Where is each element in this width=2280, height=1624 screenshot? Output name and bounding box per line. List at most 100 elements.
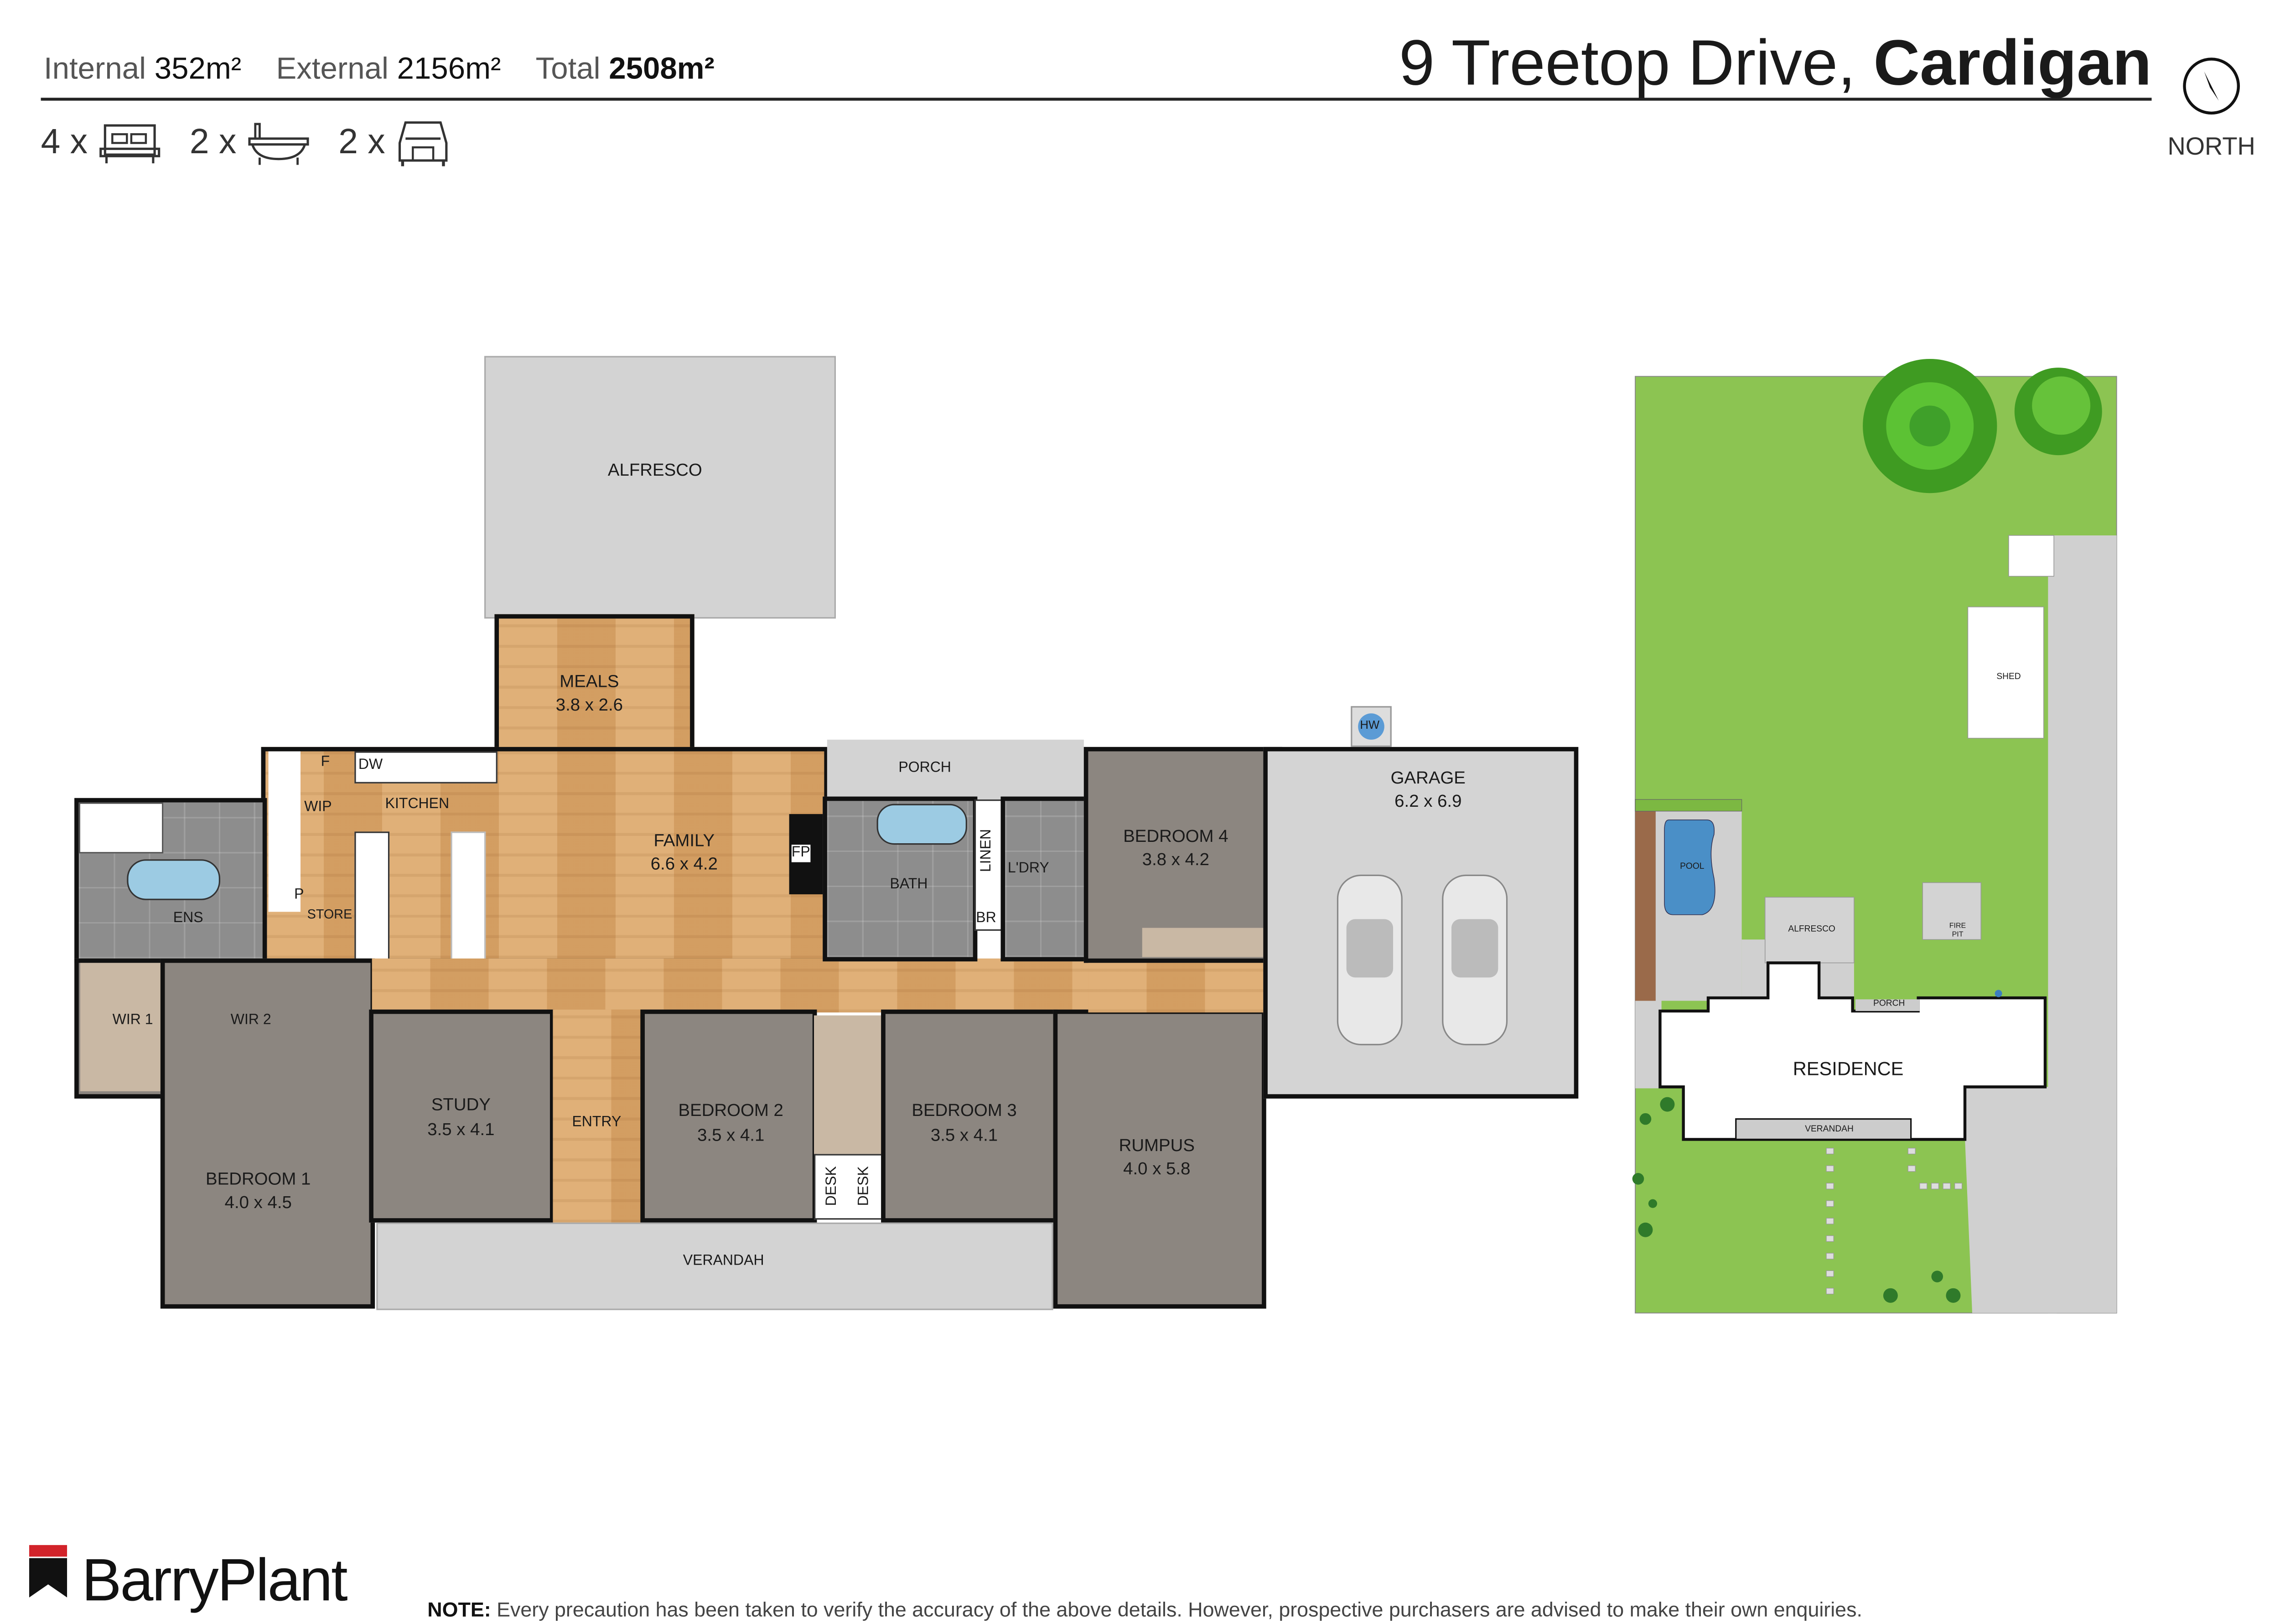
stepping-stones xyxy=(1826,1147,1963,1295)
address-street: 9 Treetop Drive, xyxy=(1399,27,1856,99)
side-path xyxy=(1635,1001,1662,1089)
label-study: STUDY xyxy=(431,1094,491,1115)
porch-area xyxy=(827,739,1084,801)
total-value: 2508m² xyxy=(609,52,715,86)
hot-water-icon xyxy=(1358,713,1384,740)
site-label-porch: PORCH xyxy=(1873,1000,1905,1009)
verandah-area xyxy=(376,1222,1053,1310)
ensuite-shower xyxy=(78,802,164,854)
dims-study: 3.5 x 4.1 xyxy=(427,1119,495,1140)
label-alfresco: ALFRESCO xyxy=(607,459,702,480)
desk-robes xyxy=(814,1015,884,1154)
study-room xyxy=(369,1009,554,1223)
bedroom4-robe xyxy=(1142,928,1278,957)
bed-count: 4 x xyxy=(41,122,88,162)
hot-water-unit xyxy=(1351,706,1392,747)
garage-room xyxy=(1263,747,1579,1099)
label-garage: GARAGE xyxy=(1390,767,1466,788)
dims-bedroom4: 3.8 x 4.2 xyxy=(1142,849,1210,870)
label-bedroom2: BEDROOM 2 xyxy=(678,1100,783,1121)
label-entry: ENTRY xyxy=(572,1115,622,1131)
external-value: 2156m² xyxy=(397,52,501,86)
site-porch xyxy=(1855,999,1920,1011)
bedroom1-room xyxy=(160,958,375,1309)
kitchen-bench xyxy=(354,751,497,783)
pantry-shelf xyxy=(268,751,301,912)
label-wir1: WIR 1 xyxy=(112,1012,153,1029)
site-label-pool: POOL xyxy=(1680,863,1705,872)
label-bedroom4: BEDROOM 4 xyxy=(1123,825,1228,846)
label-verandah: VERANDAH xyxy=(683,1253,764,1270)
shed xyxy=(1967,606,2044,739)
compass-icon xyxy=(2182,57,2241,115)
bath-icon xyxy=(248,123,309,165)
site-verandah xyxy=(1735,1118,1912,1141)
external-label: External xyxy=(276,52,389,86)
label-bath: BATH xyxy=(890,877,928,893)
label-hw: HW xyxy=(1360,718,1380,732)
brand-logo-icon xyxy=(29,1545,67,1598)
label-br: BR xyxy=(976,910,996,927)
hallway-east xyxy=(1088,963,1281,1013)
internal-label: Internal xyxy=(43,52,146,86)
bathtub xyxy=(876,804,967,845)
site-label-shed: SHED xyxy=(1996,673,2021,682)
garden-shrubs xyxy=(1632,1097,1961,1303)
dims-garage: 6.2 x 6.9 xyxy=(1394,790,1462,811)
label-meals: MEALS xyxy=(560,671,619,692)
fire-pit xyxy=(1922,882,1982,940)
bedroom4-room xyxy=(1083,747,1282,963)
dims-bedroom2: 3.5 x 4.1 xyxy=(697,1125,765,1146)
address-suburb: Cardigan xyxy=(1873,27,2152,99)
total-label: Total xyxy=(535,52,601,86)
label-wir2: WIR 2 xyxy=(230,1012,271,1029)
car-icon xyxy=(399,121,448,166)
header-divider xyxy=(41,98,2152,101)
label-bedroom1: BEDROOM 1 xyxy=(206,1168,311,1189)
label-family: FAMILY xyxy=(653,830,715,851)
brand-name: BarryPlant xyxy=(82,1546,348,1614)
site-label-verandah: VERANDAH xyxy=(1805,1126,1854,1135)
site-alfresco xyxy=(1764,897,1855,964)
site-label-fire-pit: FIRE PIT xyxy=(1949,922,1966,940)
label-pantry: P xyxy=(294,887,304,903)
bedroom2-room xyxy=(640,1009,817,1223)
label-rumpus: RUMPUS xyxy=(1119,1135,1195,1156)
north-label: NORTH xyxy=(2167,133,2255,161)
car-count: 2 x xyxy=(338,122,385,162)
label-wip: WIP xyxy=(304,799,332,816)
label-laundry: L'DRY xyxy=(1007,861,1049,877)
bath-count: 2 x xyxy=(189,122,237,162)
label-fridge: F xyxy=(321,754,330,771)
note-label: NOTE: xyxy=(427,1597,491,1621)
site-label-alfresco: ALFRESCO xyxy=(1788,925,1835,934)
label-kitchen: KITCHEN xyxy=(385,796,450,813)
label-ensuite: ENS xyxy=(173,910,203,927)
disclaimer: NOTE: Every precaution has been taken to… xyxy=(427,1596,1862,1623)
internal-value: 352m² xyxy=(154,52,242,86)
laundry-room xyxy=(1000,796,1090,962)
address: 9 Treetop Drive, Cardigan xyxy=(1399,23,2152,105)
hedge xyxy=(1635,799,1742,812)
ensuite-bathtub xyxy=(127,859,221,900)
label-porch: PORCH xyxy=(898,760,951,776)
label-store: STORE xyxy=(307,907,352,922)
area-stats: Internal 352m² External 2156m² Total 250… xyxy=(44,52,715,88)
dims-rumpus: 4.0 x 5.8 xyxy=(1123,1158,1191,1179)
bedroom3-room xyxy=(881,1009,1058,1223)
dims-bedroom3: 3.5 x 4.1 xyxy=(930,1125,998,1146)
label-dishwasher: DW xyxy=(358,757,383,773)
dims-meals: 3.8 x 2.6 xyxy=(555,694,623,715)
car-icon xyxy=(1337,874,1508,1046)
kitchen-island xyxy=(451,831,486,962)
site-label-residence: RESIDENCE xyxy=(1793,1058,1904,1080)
driveway-apron xyxy=(1965,1050,2117,1313)
timber-deck xyxy=(1635,811,1656,1001)
label-bedroom3: BEDROOM 3 xyxy=(912,1100,1017,1121)
meals-room xyxy=(494,614,694,754)
dims-bedroom1: 4.0 x 4.5 xyxy=(224,1192,292,1213)
feature-row: 4 x 2 x 2 x xyxy=(41,119,450,166)
alfresco-area xyxy=(484,356,836,619)
